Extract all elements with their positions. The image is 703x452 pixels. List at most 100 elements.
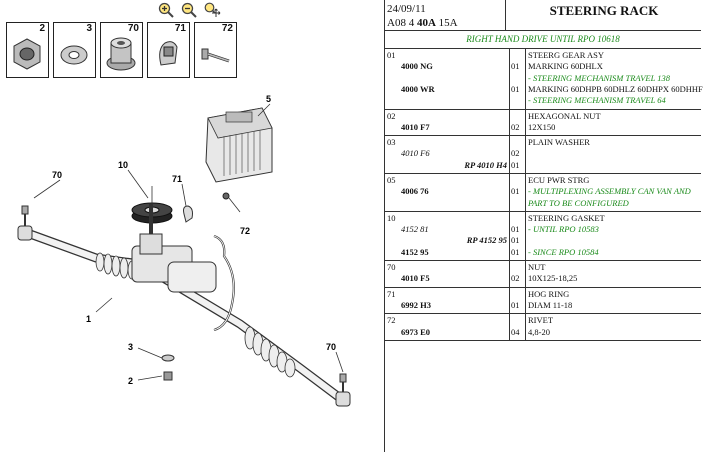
part-description: STEERING GASKET	[528, 212, 605, 223]
thumbnail-part-71[interactable]: 71	[147, 22, 190, 78]
part-description: - UNTIL RPO 10583	[528, 224, 599, 235]
ref-number: 05	[387, 174, 396, 185]
nut-washer-2-3[interactable]	[161, 354, 175, 381]
part-description: HEXAGONAL NUT	[528, 110, 601, 121]
callout-2: 2	[128, 376, 133, 386]
zoom-in-icon[interactable]	[158, 2, 174, 18]
part-description: PART TO BE CONFIGURED	[528, 197, 629, 208]
zoom-pan-icon[interactable]	[204, 2, 221, 18]
part-number[interactable]: RP 4010 H4	[464, 159, 507, 170]
callout-72: 72	[240, 226, 250, 236]
page-title: STEERING RACK	[549, 3, 659, 18]
tie-rod-end-left[interactable]	[17, 205, 33, 241]
thumbnail-label: 70	[127, 23, 139, 34]
zoom-toolbar	[158, 2, 221, 18]
ref-number: 10	[387, 212, 396, 223]
part-number[interactable]: 4152 95	[401, 246, 429, 257]
part-description: RIVET	[528, 315, 554, 326]
zoom-out-icon[interactable]	[181, 2, 197, 18]
tie-rod-end-right[interactable]	[335, 373, 351, 407]
quantity: 01	[511, 159, 520, 170]
part-description: - MULTIPLEXING ASSEMBLY CAN VAN AND	[528, 186, 691, 197]
quantity: 01	[511, 61, 520, 72]
part-description: NUT	[528, 262, 546, 273]
parts-list-panel: 24/09/11 A08 4 40A 15A STEERING RACK RIG…	[384, 0, 703, 452]
part-description: 12X150	[528, 121, 556, 132]
rivet-72[interactable]	[222, 192, 241, 213]
part-number[interactable]: 4010 F6	[401, 148, 430, 159]
quantity: 02	[511, 273, 520, 284]
part-description: MARKING 60DHPB 60DHLZ 60DHPX 60DHHF	[528, 83, 703, 94]
diagram-panel: 2 3 70 71 72	[6, 2, 351, 407]
callout-1: 1	[86, 314, 91, 324]
part-description: DIAM 11-18	[528, 299, 573, 310]
parts-header: 24/09/11 A08 4 40A 15A STEERING RACK	[385, 0, 701, 31]
part-number[interactable]: 4010 F7	[401, 121, 430, 132]
part-number[interactable]: 6973 E0	[401, 326, 431, 337]
hog-ring-71[interactable]	[181, 183, 193, 223]
quantity: 01	[511, 246, 520, 257]
part-number[interactable]: RP 4152 95	[466, 235, 507, 246]
ref-number: 03	[387, 137, 396, 148]
thumbnail-part-72[interactable]: 72	[194, 22, 237, 78]
quantity: 01	[511, 299, 520, 310]
part-description: PLAIN WASHER	[528, 137, 590, 148]
flange-nut-icon	[106, 37, 136, 71]
catalog-code: A08 4 40A 15A	[387, 17, 458, 29]
callout-70-left: 70	[52, 170, 62, 180]
washer-icon	[60, 45, 88, 65]
part-number[interactable]: 6992 H3	[401, 299, 431, 310]
part-description: - SINCE RPO 10584	[528, 246, 599, 257]
callout-70-right: 70	[326, 342, 336, 352]
quantity: 02	[511, 148, 520, 159]
part-description: - STEERING MECHANISM TRAVEL 64	[528, 95, 666, 106]
thumbnail-label: 71	[174, 23, 186, 34]
part-description: HOG RING	[528, 288, 570, 299]
part-description: 10X125-18,25	[528, 273, 578, 284]
part-number[interactable]: 4010 F5	[401, 273, 430, 284]
thumbnail-part-3[interactable]: 3	[53, 22, 96, 78]
callout-10: 10	[118, 160, 128, 170]
rivet-icon	[201, 48, 230, 63]
catalog-date: 24/09/11	[387, 3, 426, 15]
thumbnail-part-2[interactable]: 2	[6, 22, 49, 78]
thumbnail-label: 2	[39, 23, 45, 34]
steering-rack-1[interactable]	[25, 204, 345, 403]
quantity: 02	[511, 121, 520, 132]
exploded-view-diagram: 5 10 71 70 72 1 3 2 70	[17, 94, 351, 407]
hog-ring-icon	[159, 41, 178, 66]
callout-3: 3	[128, 342, 133, 352]
part-description: STEERG GEAR ASY	[528, 50, 605, 60]
ecu-module-5[interactable]	[205, 107, 273, 183]
ref-number: 02	[387, 110, 396, 121]
callout-71: 71	[172, 174, 182, 184]
ref-number: 70	[387, 262, 396, 273]
part-number[interactable]: 4000 WR	[401, 83, 435, 94]
quantity: 01	[511, 186, 520, 197]
thumbnail-part-70[interactable]: 70	[100, 22, 143, 78]
quantity: 01	[511, 224, 520, 235]
quantity: 01	[511, 235, 520, 246]
ref-number: 72	[387, 315, 396, 326]
applicability-subtitle: RIGHT HAND DRIVE UNTIL RPO 10618	[385, 31, 701, 49]
quantity: 01	[511, 83, 520, 94]
part-description: 4,8-20	[528, 326, 550, 337]
part-description: MARKING 60DHLX	[528, 61, 603, 72]
quantity: 04	[511, 326, 520, 337]
part-number[interactable]: 4006 76	[401, 186, 429, 197]
ref-number: 71	[387, 288, 396, 299]
part-description: - STEERING MECHANISM TRAVEL 138	[528, 72, 671, 83]
part-number[interactable]: 4000 NG	[401, 61, 433, 72]
part-number[interactable]: 4152 81	[401, 224, 429, 235]
hex-nut-icon	[13, 38, 41, 70]
part-thumbnails: 2 3 70 71 72	[6, 22, 241, 78]
